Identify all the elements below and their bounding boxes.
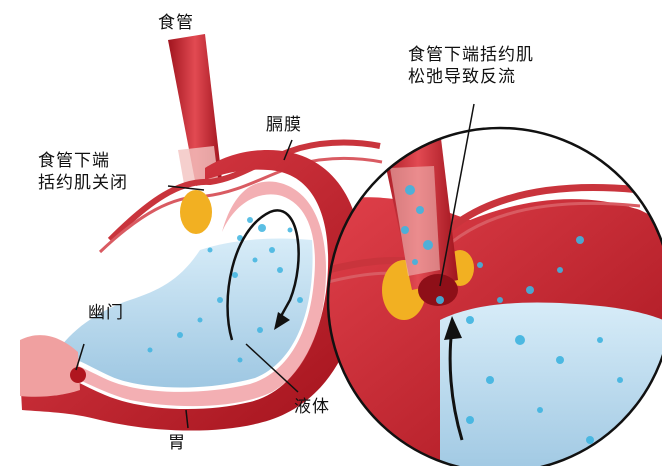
label-pylorus: 幽门: [88, 302, 124, 324]
main-stomach-illustration: [20, 34, 382, 431]
label-esophagus: 食管: [158, 12, 194, 34]
label-stomach: 胃: [168, 432, 186, 454]
fat-tissue: [180, 190, 212, 234]
pylorus-marker: [70, 367, 86, 383]
inset-magnified-view: [320, 104, 662, 466]
label-diaphragm: 膈膜: [266, 114, 302, 136]
label-liquid: 液体: [294, 396, 330, 418]
label-les-relaxed: 食管下端括约肌 松弛导致反流: [408, 44, 534, 88]
label-les-closed: 食管下端 括约肌关闭: [38, 150, 128, 194]
